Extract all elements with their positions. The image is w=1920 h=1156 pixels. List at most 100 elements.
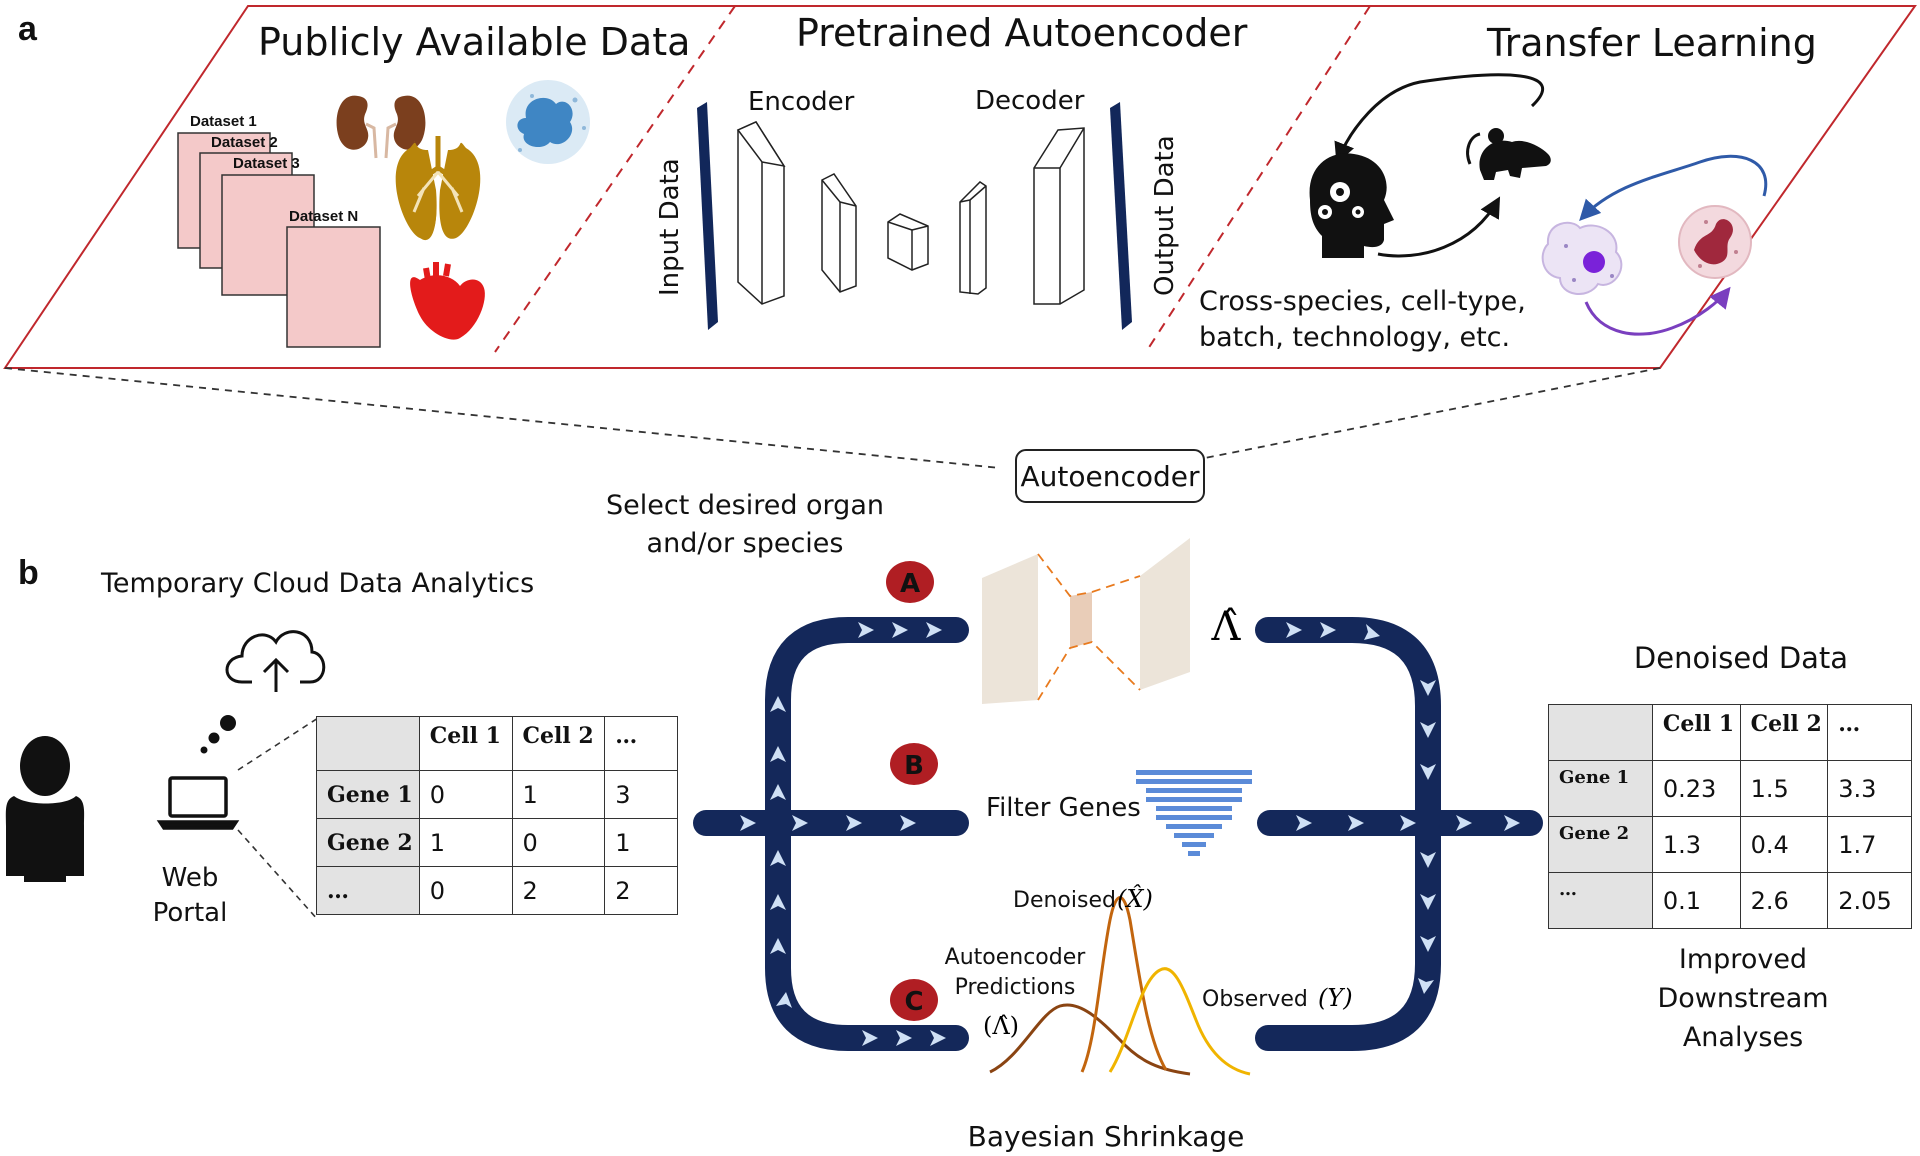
thought-dot-mid xyxy=(208,732,220,744)
bayesian-label: Bayesian Shrinkage xyxy=(968,1120,1245,1153)
column-header: Cell 2 xyxy=(1739,704,1829,761)
table-row: … 0.1 2.6 2.05 xyxy=(1548,872,1912,929)
route-c-badge xyxy=(890,979,938,1021)
web-portal-line1: Web xyxy=(162,863,219,893)
table-zoom-bottom xyxy=(237,829,319,921)
pretrained-title: Pretrained Autoencoder xyxy=(796,11,1248,55)
table-cell: 1 xyxy=(604,818,678,867)
blue-arrow xyxy=(1579,154,1768,222)
lambda-hat-label: Λ̂ xyxy=(1211,604,1242,650)
laptop-icon xyxy=(156,776,240,830)
ae-pred-sym: (Λ̂) xyxy=(983,1012,1019,1040)
table-row: Gene 1 0 1 3 xyxy=(316,770,678,819)
row-header: … xyxy=(1548,872,1653,929)
autoencoder-box-label: Autoencoder xyxy=(1020,460,1200,493)
table-cell: 0.1 xyxy=(1651,872,1741,929)
denoised-curve-sym: (X̂) xyxy=(1117,885,1153,913)
cloud-upload-icon xyxy=(225,630,326,692)
improved-line1: Improved xyxy=(1679,944,1807,975)
dataset-stack: Dataset 1 Dataset 2 Dataset 3 Dataset N xyxy=(177,113,381,348)
cycle-arrow-bottom xyxy=(1377,196,1501,258)
transfer-caption-line2: batch, technology, etc. xyxy=(1199,322,1510,353)
table-cell: 1 xyxy=(418,818,513,867)
table-row: Gene 2 1 0 1 xyxy=(316,818,678,867)
select-line1: Select desired organ xyxy=(606,490,884,521)
route-a-badge xyxy=(886,561,934,603)
zoom-line-left xyxy=(4,367,1001,469)
monocyte-icon xyxy=(1541,221,1623,296)
publicly-available-title: Publicly Available Data xyxy=(258,20,690,64)
autoencoder-diagram: Encoder Decoder Input Data Output Data xyxy=(655,86,1180,330)
purple-arrow xyxy=(1584,286,1731,336)
pipe-left-loop xyxy=(765,617,969,1051)
separator-1 xyxy=(494,5,736,353)
filter-genes-label: Filter Genes xyxy=(986,793,1141,823)
table-cell: 3.3 xyxy=(1827,760,1912,817)
autoencoder-box xyxy=(1015,449,1205,503)
table-cell: 0 xyxy=(511,818,606,867)
ae-pred-line2: Predictions xyxy=(955,975,1076,1000)
cycle-arrow-top xyxy=(1334,73,1545,164)
thought-dot-small xyxy=(200,746,208,754)
panel-b-label: b xyxy=(18,554,39,592)
table-cell: 2 xyxy=(511,866,606,915)
chevrons-output xyxy=(1296,815,1520,831)
table-cell: 1.3 xyxy=(1651,816,1741,873)
thought-dot-large xyxy=(220,715,236,731)
denoised-data-title: Denoised Data xyxy=(1634,641,1848,675)
table-header-row: Cell 1 Cell 2 … xyxy=(1548,704,1912,761)
table-cell: 0 xyxy=(418,770,513,819)
table-cell: 2.05 xyxy=(1827,872,1912,929)
transfer-caption-line1: Cross-species, cell-type, xyxy=(1199,286,1526,317)
dataset-3-label: Dataset 3 xyxy=(233,155,300,172)
chevrons-left-vertical xyxy=(770,696,792,1008)
chevrons-right-vertical xyxy=(1418,680,1436,994)
observed-label: Observed xyxy=(1202,987,1308,1012)
transfer-learning-graphic: Cross-species, cell-type, batch, technol… xyxy=(1199,73,1768,353)
row-header: Gene 1 xyxy=(1548,760,1653,817)
web-portal-line2: Portal xyxy=(153,898,228,928)
granulocyte-icon xyxy=(1678,205,1752,279)
zoom-line-right xyxy=(1204,367,1661,459)
dataset-sheet-n xyxy=(286,226,381,348)
column-header: Cell 1 xyxy=(1651,704,1741,761)
cloud-title: Temporary Cloud Data Analytics xyxy=(100,568,534,599)
denoised-curve xyxy=(1080,896,1168,1073)
person-icon xyxy=(5,736,85,882)
kidneys-icon xyxy=(336,95,426,159)
pipeline xyxy=(693,617,1543,1051)
dataset-2-label: Dataset 2 xyxy=(211,134,278,151)
prediction-curve xyxy=(989,1003,1191,1076)
table-cell: 1.7 xyxy=(1827,816,1912,873)
input-data-label: Input Data xyxy=(655,158,685,296)
observed-sym: (Y) xyxy=(1318,984,1353,1012)
mouse-icon xyxy=(1466,128,1551,180)
decoder-block-2 xyxy=(1033,127,1085,305)
heart-icon xyxy=(410,262,485,340)
table-header-row: Cell 1 Cell 2 … xyxy=(316,716,678,771)
table-cell: 0.4 xyxy=(1739,816,1829,873)
faded-autoencoder-icon xyxy=(982,538,1190,704)
filter-funnel-icon xyxy=(1136,770,1252,856)
decoder-label: Decoder xyxy=(975,86,1085,116)
encoder-block-1 xyxy=(736,121,786,305)
column-header: Cell 2 xyxy=(511,716,606,771)
column-header: … xyxy=(604,716,678,771)
route-b-badge xyxy=(890,743,938,785)
lungs-icon xyxy=(395,136,481,241)
table-cell: 1 xyxy=(511,770,606,819)
dataset-n-label: Dataset N xyxy=(289,208,358,225)
row-header: Gene 2 xyxy=(1548,816,1653,873)
bayesian-curves xyxy=(989,896,1251,1076)
observed-curve xyxy=(1108,967,1251,1076)
column-header: Cell 1 xyxy=(418,716,513,771)
ae-pred-line1: Autoencoder xyxy=(945,945,1087,970)
table-cell: 0.23 xyxy=(1651,760,1741,817)
decoder-block-1 xyxy=(959,181,987,295)
improved-line3: Analyses xyxy=(1683,1022,1803,1053)
transfer-title: Transfer Learning xyxy=(1486,21,1817,65)
denoised-output-table: Cell 1 Cell 2 … Gene 1 0.23 1.5 3.3 Gene… xyxy=(1548,704,1912,929)
panel-a-label: a xyxy=(18,10,38,48)
table-cell: 2.6 xyxy=(1739,872,1829,929)
table-row: Gene 2 1.3 0.4 1.7 xyxy=(1548,816,1912,873)
